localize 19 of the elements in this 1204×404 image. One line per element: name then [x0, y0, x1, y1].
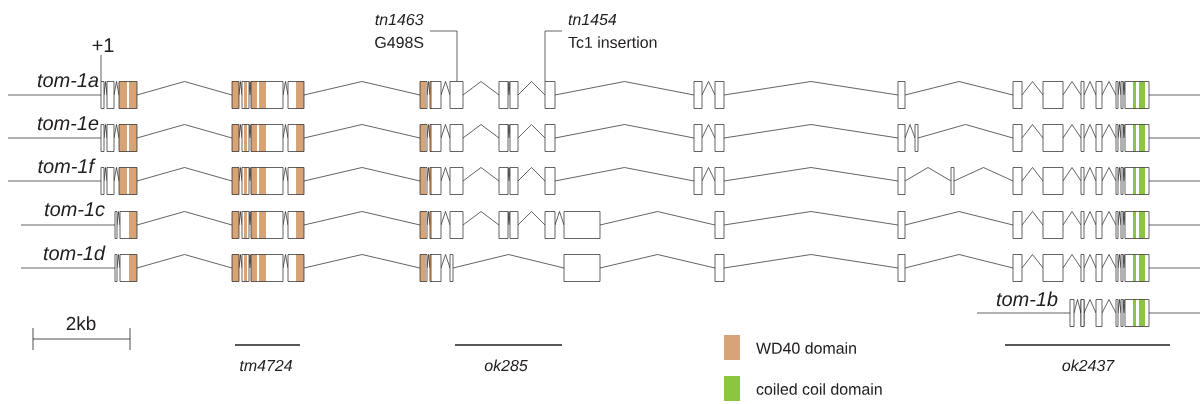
gene-name: tom-1e	[37, 116, 99, 131]
gene-name: tom-1a	[37, 73, 99, 88]
scale-label: 2kb	[66, 316, 96, 331]
gene-name: tom-1d	[43, 245, 106, 261]
allele-name: ok285	[484, 359, 528, 372]
mutation-label: tn1454 Tc1 insertion	[568, 14, 657, 48]
legend-label: coiled coil domain	[756, 383, 882, 395]
gene-name: tom-1f	[38, 158, 96, 174]
allele-name: ok2437	[1062, 359, 1115, 372]
leader-line	[544, 30, 563, 82]
exon-box	[449, 81, 464, 109]
gene-name: tom-1c	[45, 202, 105, 217]
legend-label: WD40 domain	[756, 342, 856, 354]
gene-name: tom-1b	[996, 291, 1058, 307]
leader-line	[429, 30, 458, 82]
exon-box	[544, 81, 556, 109]
mutation-label: tn1463 G498S	[375, 13, 424, 49]
position-label: +1	[92, 38, 114, 52]
allele-name: tm4724	[240, 359, 292, 372]
